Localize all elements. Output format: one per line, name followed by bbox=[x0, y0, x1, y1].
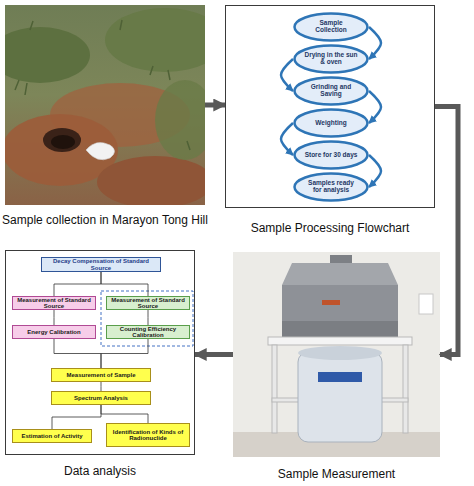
step-label: Measurement of Sample bbox=[66, 372, 135, 378]
flow-arrow bbox=[435, 107, 458, 355]
shield-logo bbox=[322, 300, 340, 305]
panel-caption: Sample collection in Marayon Tong Hill bbox=[0, 213, 217, 227]
step-label: Decay Compensation of Standard Source bbox=[44, 258, 158, 271]
flowchart-panel: Sample Processing FlowchartSample Collec… bbox=[225, 5, 435, 208]
flow-line bbox=[101, 339, 148, 368]
process-box: Estimation of Activity bbox=[12, 429, 92, 443]
step-label: Measurement of Standard Source bbox=[15, 297, 93, 310]
grass-blades bbox=[15, 20, 190, 150]
wall-outlet bbox=[419, 294, 433, 314]
process-box: Measurement of Sample bbox=[51, 368, 151, 382]
flow-line bbox=[54, 339, 101, 368]
cycle-ring-shape bbox=[295, 46, 368, 73]
soil-patch bbox=[97, 156, 205, 205]
flow-arrow bbox=[369, 27, 381, 59]
step-label: Estimation of Activity bbox=[21, 433, 82, 439]
field-photo bbox=[5, 5, 205, 205]
dewar-top bbox=[298, 346, 382, 360]
grass-patch bbox=[105, 8, 205, 72]
step-label: Grinding and Saving bbox=[304, 84, 358, 98]
step-label: Counting Efficiency Calibration bbox=[109, 326, 187, 339]
flow-arrow bbox=[369, 91, 381, 123]
field-photo-panel: Sample collection in Marayon Tong Hill bbox=[5, 5, 205, 205]
step-label: Spectrum Analysis bbox=[74, 395, 128, 401]
shield-knob bbox=[330, 255, 352, 264]
flow-arrow bbox=[195, 352, 233, 357]
process-box: Measurement of Standard Source bbox=[106, 296, 190, 310]
flow-line bbox=[101, 272, 148, 296]
panel-caption: Data analysis bbox=[0, 464, 206, 478]
flow-line bbox=[148, 310, 149, 325]
lab-wall bbox=[233, 252, 440, 457]
cycle-step: Weighting bbox=[293, 108, 369, 138]
process-box: Identification of Kinds of Radionuclide bbox=[106, 423, 190, 447]
cycle-step: Grinding and Saving bbox=[293, 76, 369, 106]
cycle-step: Sample Collection bbox=[293, 12, 369, 42]
cycle-ring-shape bbox=[295, 174, 368, 201]
flow-arrow bbox=[369, 155, 381, 187]
process-box: Spectrum Analysis bbox=[51, 391, 151, 405]
stand-top bbox=[268, 337, 412, 345]
process-box: Counting Efficiency Calibration bbox=[106, 325, 190, 339]
step-label: Weighting bbox=[315, 120, 346, 127]
sample-bag bbox=[86, 142, 115, 159]
detector-photo bbox=[233, 252, 440, 457]
cycle-ring-shape bbox=[295, 142, 368, 169]
process-box: Energy Calibration bbox=[12, 325, 96, 339]
shield-lid bbox=[282, 263, 398, 285]
step-label: Energy Calibration bbox=[27, 329, 80, 335]
lead-shield-base bbox=[282, 321, 398, 337]
step-label: Samples ready for analysis bbox=[304, 180, 358, 194]
dewar-logo bbox=[318, 372, 362, 382]
grass-patch bbox=[5, 27, 90, 83]
flow-line bbox=[52, 405, 101, 429]
flow-arrow bbox=[281, 123, 293, 155]
process-box: Decay Compensation of Standard Source bbox=[41, 257, 161, 272]
lead-shield bbox=[282, 285, 398, 337]
step-label: Sample Collection bbox=[304, 20, 358, 34]
dashed-group-outline bbox=[101, 291, 193, 346]
flow-line bbox=[101, 405, 148, 423]
step-label: Measurement of Standard Source bbox=[109, 297, 187, 310]
cycle-step: Store for 30 days bbox=[293, 140, 369, 170]
step-label: Identification of Kinds of Radionuclide bbox=[109, 429, 187, 442]
stand-leg bbox=[403, 345, 408, 433]
grass-patch bbox=[155, 80, 205, 160]
flow-line bbox=[54, 310, 55, 325]
flow-line bbox=[54, 272, 101, 296]
process-box: Measurement of Standard Source bbox=[12, 296, 96, 310]
panel-caption: Sample Processing Flowchart bbox=[214, 221, 446, 235]
cycle-ring-shape bbox=[295, 14, 368, 41]
cycle-step: Drying in the sun & oven bbox=[293, 44, 369, 74]
flow-line bbox=[101, 382, 102, 391]
soil-hole bbox=[51, 135, 75, 149]
flow-arrow bbox=[281, 59, 293, 91]
analysis-panel: Data analysisDecay Compensation of Stand… bbox=[5, 250, 195, 455]
cycle-ring-shape bbox=[295, 78, 368, 105]
panel-caption: Sample Measurement bbox=[221, 467, 452, 481]
dewar bbox=[298, 352, 382, 442]
cycle-step: Samples ready for analysis bbox=[293, 172, 369, 202]
soil-hole bbox=[43, 128, 81, 152]
detector-photo-panel: Sample Measurement bbox=[233, 252, 440, 457]
flow-arrow bbox=[205, 103, 225, 108]
step-label: Drying in the sun & oven bbox=[304, 52, 358, 66]
step-label: Store for 30 days bbox=[305, 152, 358, 159]
cycle-ring-shape bbox=[295, 110, 368, 137]
stand-leg bbox=[272, 345, 277, 433]
